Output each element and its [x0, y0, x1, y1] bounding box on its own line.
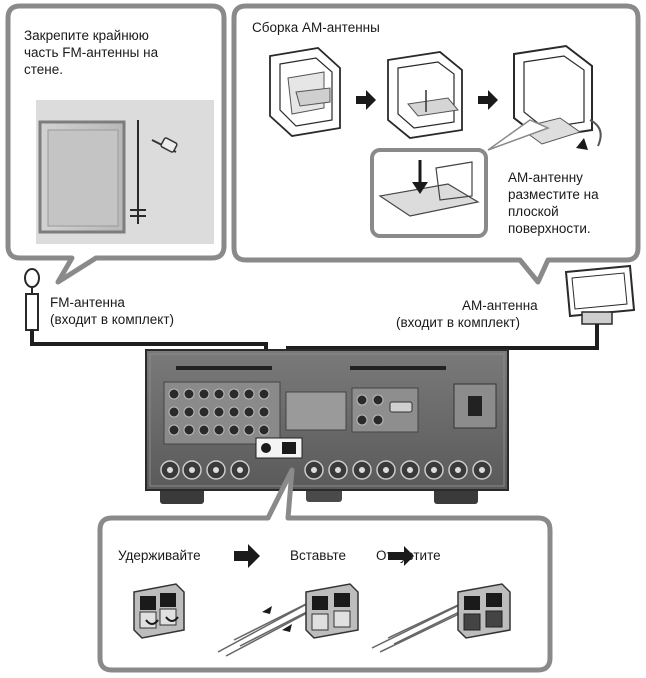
- step-insert-label: Вставьте: [290, 548, 346, 563]
- rca-jack: [183, 406, 195, 418]
- rca-jack: [198, 406, 210, 418]
- am-antenna-included-label: (входит в комплект): [396, 315, 521, 330]
- rca-jack: [168, 406, 180, 418]
- rca-jack: [258, 406, 270, 418]
- fm-instruction-line2: часть FM-антенны на: [24, 45, 159, 60]
- am-placement-note-line3: плоской: [508, 204, 559, 219]
- terminal-insert-illustration: [217, 583, 359, 657]
- terminal-release-illustration: [371, 583, 511, 653]
- arrow-icon: [234, 544, 260, 568]
- arrow-icon: [388, 546, 414, 566]
- rca-jack: [168, 388, 180, 400]
- rca-jack: [183, 424, 195, 436]
- speaker-terminal-center: [335, 467, 341, 473]
- am-antenna-illustration: [564, 264, 636, 325]
- rca-jack: [356, 394, 368, 406]
- step-release-label: Отпустите: [376, 548, 441, 563]
- rca-jack: [198, 388, 210, 400]
- arrow-icon: [356, 90, 376, 110]
- speaker-terminal-center: [431, 467, 437, 473]
- rca-jack: [213, 388, 225, 400]
- fm-antenna-illustration: [24, 268, 40, 331]
- rca-jack: [243, 424, 255, 436]
- rca-jack: [372, 394, 384, 406]
- fm-instruction-line3: стене.: [24, 62, 64, 77]
- rca-jack: [258, 424, 270, 436]
- rca-jack: [228, 388, 240, 400]
- speaker-terminal-center: [213, 467, 219, 473]
- rca-jack: [198, 424, 210, 436]
- speaker-terminals: [160, 460, 492, 480]
- pushpin-icon: [151, 137, 178, 153]
- rca-jack: [228, 424, 240, 436]
- rca-jack: [228, 406, 240, 418]
- am-antenna-assembly-step1: [269, 47, 341, 137]
- speaker-terminal-center: [407, 467, 413, 473]
- am-antenna-label: АМ-антенна: [462, 298, 538, 313]
- speaker-terminal-center: [455, 467, 461, 473]
- speaker-terminal-center: [311, 467, 317, 473]
- am-placement-note-line1: АМ-антенну: [508, 170, 583, 185]
- speaker-terminal-center: [189, 467, 195, 473]
- speaker-terminal-center: [479, 467, 485, 473]
- fm-instruction-line1: Закрепите крайнюю: [24, 28, 149, 43]
- speaker-terminal-center: [359, 467, 365, 473]
- rca-jack: [372, 414, 384, 426]
- rca-jack: [243, 406, 255, 418]
- am-assembly-title: Сборка АМ-антенны: [252, 20, 380, 35]
- rca-jack: [213, 424, 225, 436]
- speaker-terminal-center: [167, 467, 173, 473]
- wall-illustration: [36, 100, 214, 244]
- connection-callout-bubble: [97, 467, 553, 673]
- fm-antenna-included-label: (входит в комплект): [50, 312, 175, 327]
- rca-jack: [168, 424, 180, 436]
- am-antenna-detail-inset: [370, 119, 550, 238]
- am-antenna-assembly-step2: [387, 51, 463, 139]
- rca-jack: [258, 388, 270, 400]
- antenna-terminal: [255, 437, 303, 459]
- speaker-terminal-center: [237, 467, 243, 473]
- terminal-hold-illustration: [133, 583, 185, 639]
- am-callout-bubble: [231, 3, 641, 285]
- fm-antenna-label: FM-антенна: [50, 295, 125, 310]
- step-hold-label: Удерживайте: [118, 548, 201, 563]
- rca-jack: [213, 406, 225, 418]
- am-placement-note-line4: поверхности.: [508, 221, 591, 236]
- speaker-terminal-center: [383, 467, 389, 473]
- arrow-icon: [478, 90, 498, 110]
- rca-jack: [356, 414, 368, 426]
- rca-jack: [243, 388, 255, 400]
- receiver-connector-jacks: [168, 388, 384, 436]
- rca-jack: [183, 388, 195, 400]
- am-placement-note-line2: разместите на: [508, 187, 599, 202]
- receiver-rear-panel: [145, 349, 509, 504]
